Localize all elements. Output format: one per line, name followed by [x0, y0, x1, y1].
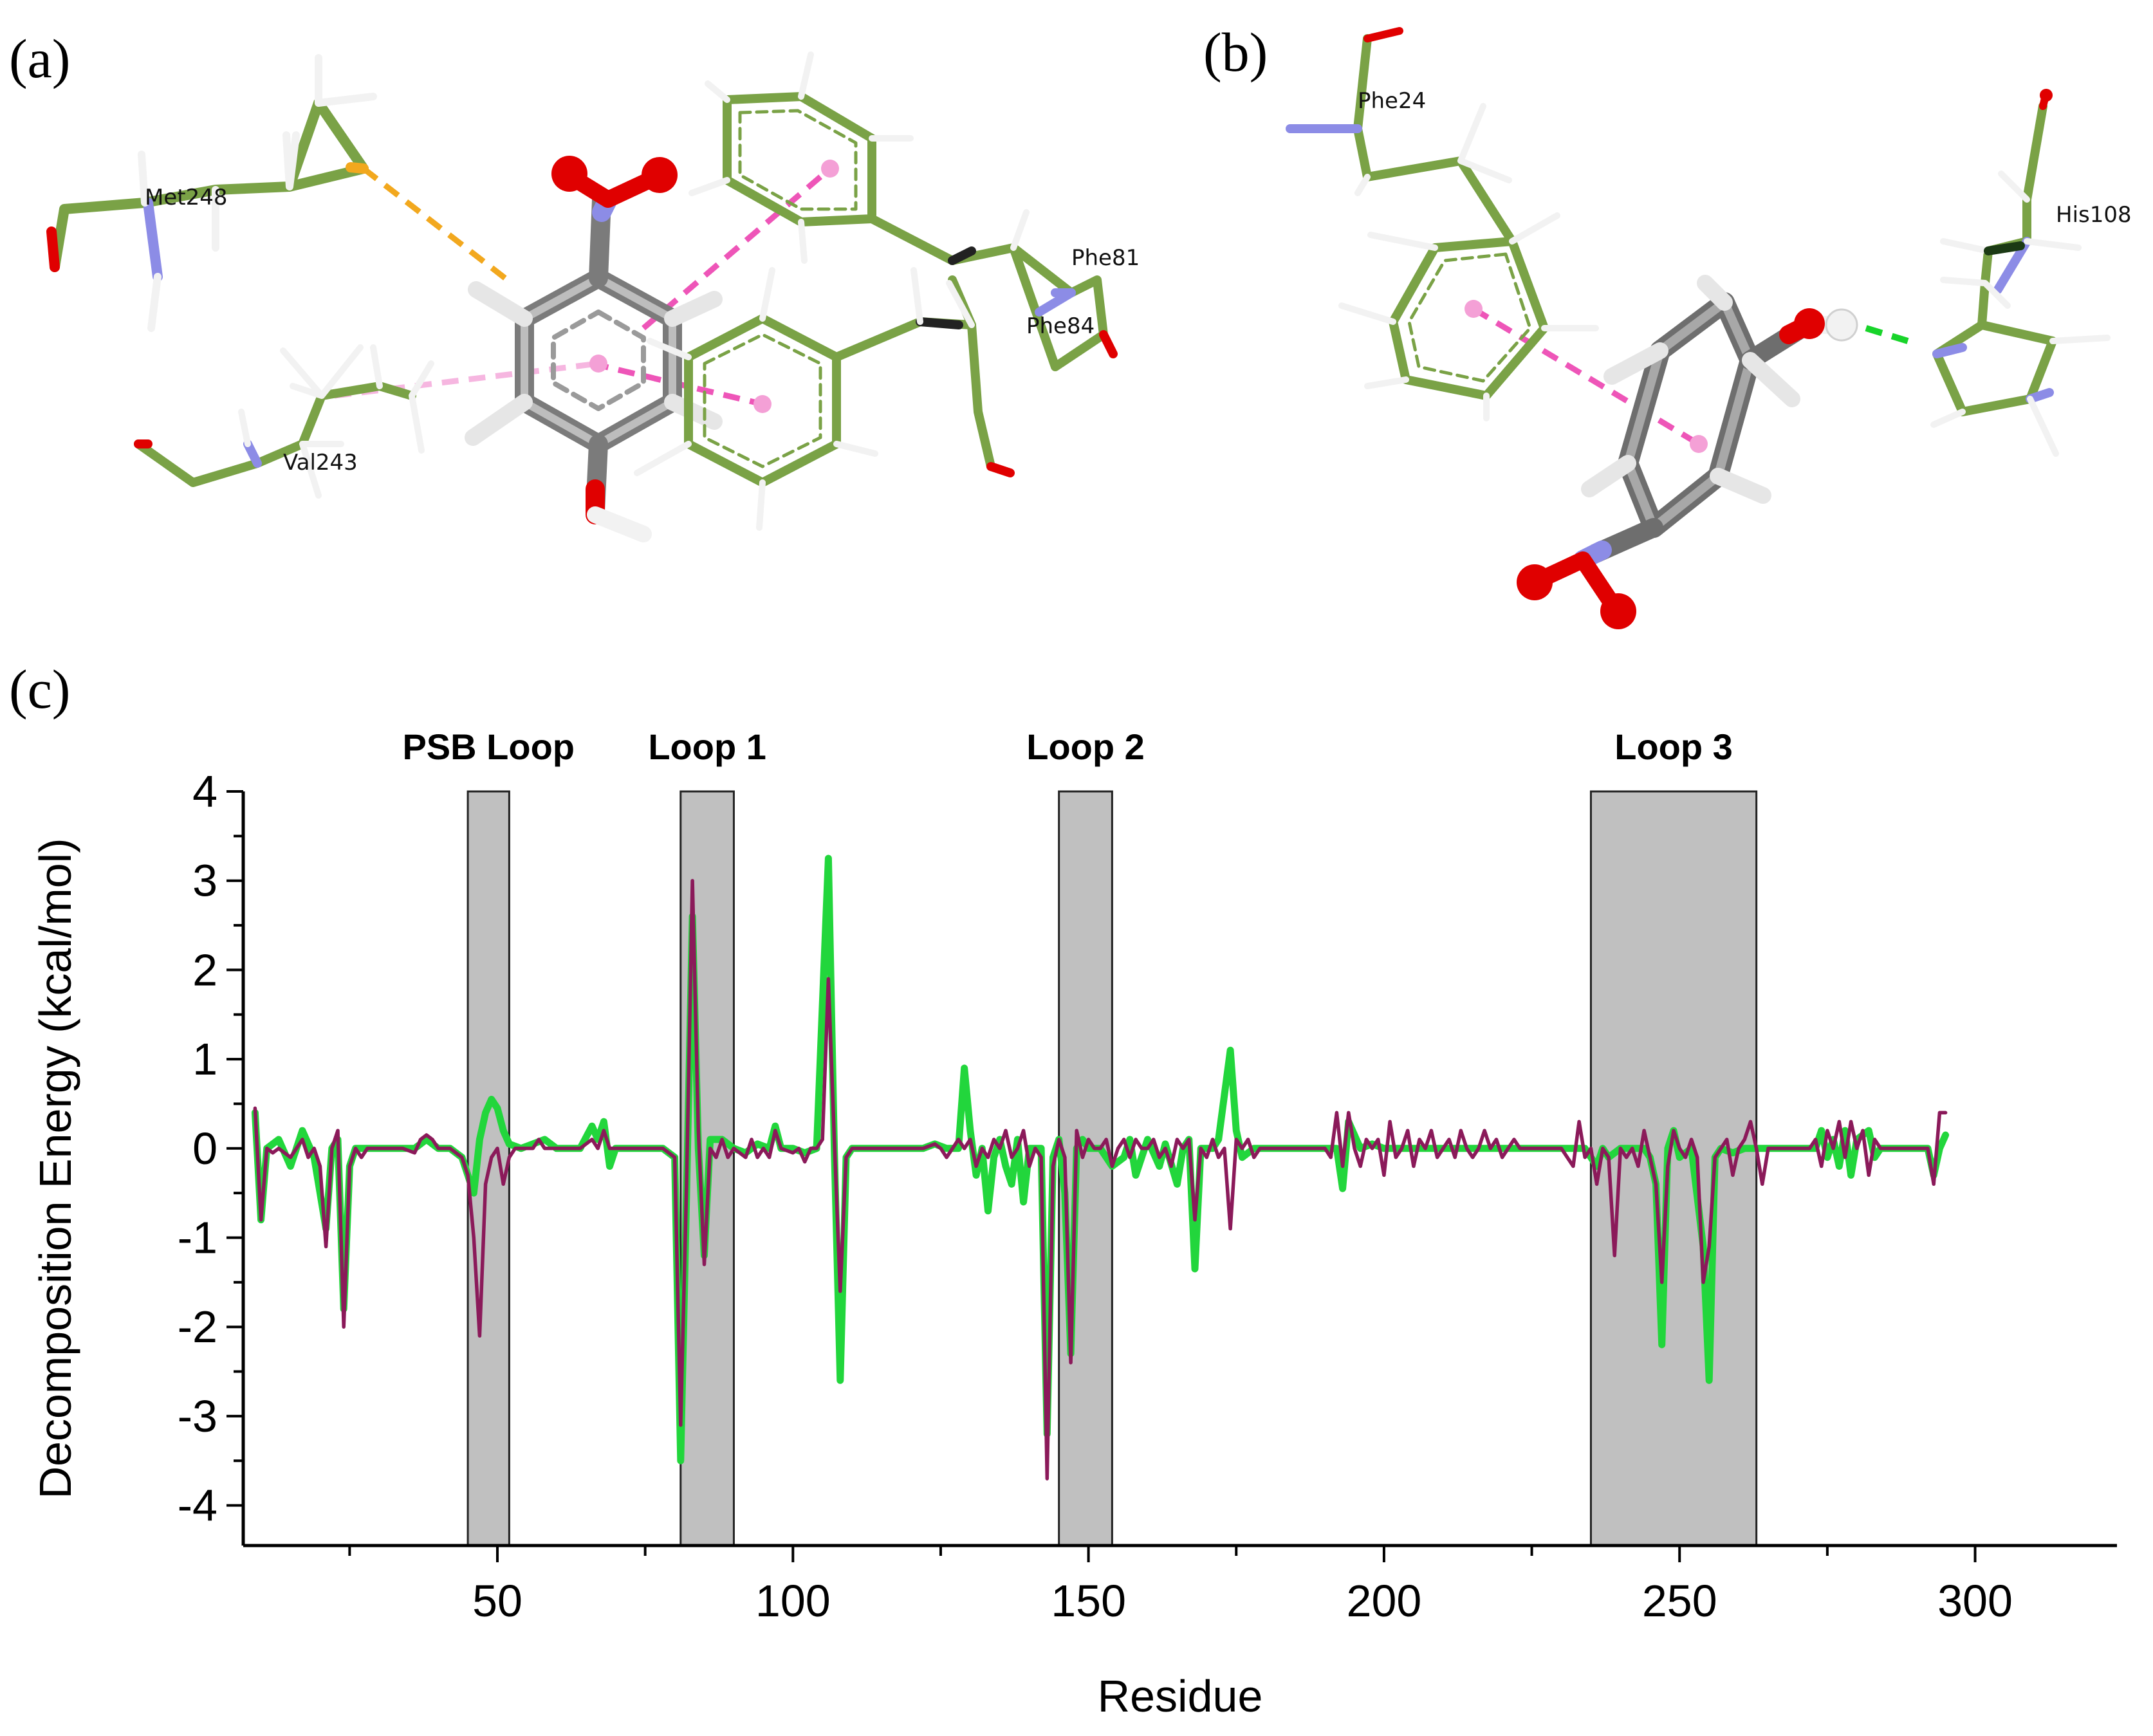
loop-region-2: [1058, 790, 1113, 1547]
loop-label-2: Loop 2: [1026, 726, 1145, 767]
ring-centroid-phe81: [821, 160, 839, 178]
pi-stack-dash-phe81: [642, 166, 832, 331]
panel-a-label: (a): [9, 28, 70, 89]
residue-phe81: [688, 51, 1118, 371]
ring-centroid-ligand-b: [1690, 435, 1708, 453]
panel-b-label: (b): [1203, 21, 1268, 83]
panel-b: (b) Phe24 His108: [1203, 21, 2132, 629]
nitro-oxygen-1: [551, 156, 587, 192]
residue-phe24: [1286, 27, 1599, 421]
nitro-oxygen-b-1: [1517, 564, 1553, 600]
ring-centroid-phe84: [753, 395, 772, 413]
x-tick-label: 300: [1937, 1576, 2013, 1626]
hydroxyl-oxygen-b: [1794, 308, 1825, 339]
y-tick-label: 1: [192, 1034, 217, 1084]
residue-met248: [46, 54, 377, 332]
chart-series-group: [251, 854, 1950, 1481]
y-tick-label: -3: [178, 1391, 217, 1441]
series-line-1: [253, 878, 1948, 1481]
x-ticks: 50 100 150 200 250 300: [348, 1546, 2013, 1626]
x-tick-label: 250: [1642, 1576, 1717, 1626]
hydroxyl-hydrogen-b: [1825, 308, 1858, 342]
residue-phe84: [634, 267, 1015, 531]
y-ticks: 4 3 2 1 0 -1 -2 -3 -4: [178, 766, 243, 1531]
ring-centroid-ligand-a: [589, 355, 607, 373]
ligand-b: [1526, 275, 1849, 616]
x-axis-title: Residue: [1098, 1671, 1263, 1721]
sulfur-interaction-dash: [362, 166, 513, 286]
chart-axes: 50 100 150 200 250 300 4 3 2 1 0 -1 -2 -3 -4: [178, 766, 2117, 1626]
residue-val243: [134, 344, 434, 499]
nitro-oxygen-2: [642, 157, 678, 193]
his108-oxygen: [2040, 89, 2053, 102]
residue-label-phe81: Phe81: [1071, 245, 1140, 271]
y-tick-label: 2: [192, 945, 217, 995]
ring-centroid-phe24: [1465, 300, 1483, 318]
residue-label-phe84: Phe84: [1026, 313, 1095, 339]
loop-label-3: Loop 3: [1614, 726, 1733, 767]
y-tick-label: -2: [178, 1302, 217, 1352]
residue-label-his108: His108: [2056, 202, 2132, 228]
x-tick-label: 150: [1051, 1576, 1126, 1626]
panel-a: (a) Met248 Val243: [9, 28, 1140, 542]
x-tick-label: 100: [755, 1576, 831, 1626]
y-tick-label: 4: [192, 766, 217, 817]
residue-label-phe24: Phe24: [1358, 88, 1426, 114]
y-tick-label: -4: [178, 1481, 217, 1531]
panel-c-label: (c): [9, 658, 70, 720]
panel-c: (c) PSB Loop Loop 1 Loop 2 Loop 3 50 100 150 2…: [9, 658, 2117, 1721]
y-axis-title: Decomposition Energy (kcal/mol): [30, 838, 80, 1499]
residue-label-met248: Met248: [145, 185, 227, 210]
y-tick-label: 3: [192, 856, 217, 906]
loop-regions: PSB Loop Loop 1 Loop 2 Loop 3: [402, 726, 1758, 1547]
y-tick-label: -1: [178, 1212, 217, 1262]
hbond-dash-his108: [1865, 325, 1909, 344]
nitro-oxygen-b-2: [1600, 593, 1636, 629]
y-tick-label: 0: [192, 1123, 217, 1174]
loop-label-1: Loop 1: [648, 726, 766, 767]
residue-his108: [1930, 89, 2111, 457]
residue-label-val243: Val243: [283, 450, 358, 476]
pi-stack-dash-phe24: [1472, 306, 1701, 447]
loop-label-0: PSB Loop: [402, 726, 575, 767]
x-tick-label: 200: [1347, 1576, 1422, 1626]
x-tick-label: 50: [472, 1576, 522, 1626]
